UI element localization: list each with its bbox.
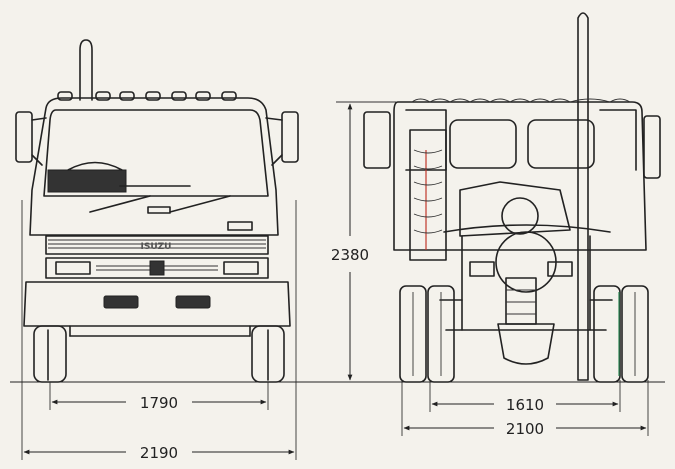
- rear-track-label: 1610: [506, 396, 544, 414]
- front-left-tire: [33, 325, 67, 383]
- rear-view: [363, 12, 661, 436]
- grille-badge: ISUZU: [141, 242, 172, 252]
- rear-left-mirror: [363, 111, 391, 169]
- height-label: 2380: [331, 246, 369, 264]
- right-headlight: [223, 261, 259, 275]
- dimension-front-track: 1790: [49, 382, 269, 412]
- left-fog-light: [103, 295, 139, 309]
- rear-window-right: [527, 119, 595, 169]
- air-intake: [409, 129, 447, 261]
- left-headlight: [55, 261, 91, 275]
- rear-width-label: 2100: [506, 420, 544, 438]
- right-fog-light: [175, 295, 211, 309]
- front-width-label: 2190: [140, 444, 178, 462]
- front-track-label: 1790: [140, 394, 178, 412]
- rear-window-left: [449, 119, 517, 169]
- dashboard-panel: [47, 169, 127, 193]
- front-view: ISUZU: [15, 39, 299, 460]
- roof-marker-lights: [57, 91, 237, 101]
- right-mirror: [265, 111, 299, 166]
- left-mirror: [15, 111, 47, 166]
- rear-right-mirror: [643, 115, 661, 179]
- dimension-rear-track: 1610: [431, 396, 619, 414]
- dimension-height: 2380: [331, 101, 396, 381]
- dimension-rear-width: 2100: [403, 420, 647, 438]
- center-emblem: [149, 260, 165, 276]
- dimension-front-width: 2190: [23, 444, 295, 462]
